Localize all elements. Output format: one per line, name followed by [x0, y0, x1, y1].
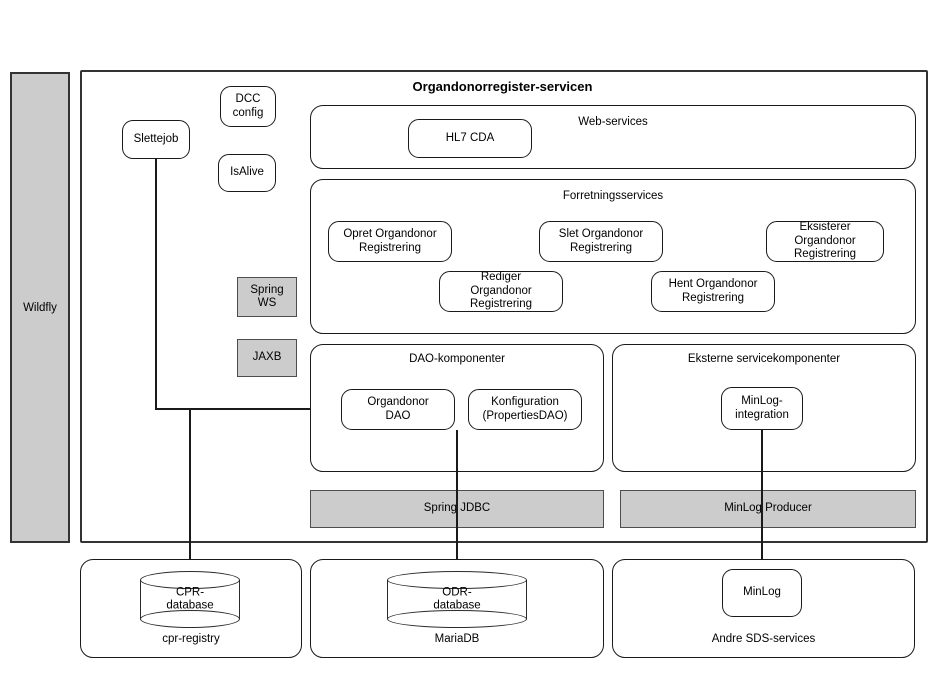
node-odr-database-label: ODR- database	[433, 586, 481, 612]
cpr-database-bottom-ellipse	[140, 610, 240, 628]
connector-cpr-database	[189, 408, 192, 598]
layer-web-services-title: Web-services	[578, 116, 648, 128]
node-isalive-label: IsAlive	[230, 166, 264, 179]
tech-block-minlog-producer[interactable]: MinLog Producer	[620, 490, 916, 528]
node-rediger-organdonor-registrering[interactable]: Rediger Organdonor Registrering	[439, 271, 563, 312]
connector-slettejob-horizontal	[155, 408, 311, 411]
platform-sidebar-wildfly: Wildfly	[10, 72, 70, 543]
node-hl7-cda-label: HL7 CDA	[445, 131, 495, 144]
node-slet-organdonor-registrering[interactable]: Slet Organdonor Registrering	[539, 221, 663, 262]
node-odr-database[interactable]: ODR- database	[387, 571, 527, 628]
node-opret-organdonor-registrering-label: Opret Organdonor Registrering	[343, 228, 437, 254]
layer-web-services: Web-services	[310, 105, 916, 169]
node-konfiguration-properties-dao[interactable]: Konfiguration (PropertiesDAO)	[468, 389, 582, 430]
connector-slettejob-vertical	[155, 158, 158, 410]
layer-external-components-title: Eksterne servicekomponenter	[687, 353, 841, 365]
node-hent-organdonor-registrering-label: Hent Organdonor Registrering	[668, 278, 758, 304]
tech-block-jaxb-label: JAXB	[252, 351, 282, 364]
odr-database-bottom-ellipse	[387, 610, 527, 628]
external-system-andre-sds-services-label: Andre SDS-services	[711, 633, 816, 645]
node-eksisterer-organdonor-registrering[interactable]: Eksisterer Organdonor Registrering	[766, 221, 884, 262]
node-konfiguration-properties-dao-label: Konfiguration (PropertiesDAO)	[482, 396, 568, 422]
node-dcc-config[interactable]: DCC config	[220, 86, 276, 127]
node-hent-organdonor-registrering[interactable]: Hent Organdonor Registrering	[651, 271, 775, 312]
connector-odr-database	[456, 430, 459, 598]
node-eksisterer-organdonor-registrering-label: Eksisterer Organdonor Registrering	[794, 221, 856, 261]
node-slettejob[interactable]: Slettejob	[122, 120, 190, 159]
tech-block-spring-ws-label: Spring WS	[250, 283, 284, 310]
node-organdonor-dao[interactable]: Organdonor DAO	[341, 389, 455, 430]
node-cpr-database[interactable]: CPR- database	[140, 571, 240, 628]
node-rediger-organdonor-registrering-label: Rediger Organdonor Registrering	[470, 271, 532, 311]
node-hl7-cda[interactable]: HL7 CDA	[408, 119, 532, 158]
node-minlog-label: MinLog	[743, 586, 781, 599]
node-dcc-config-label: DCC config	[232, 93, 264, 119]
node-cpr-database-label: CPR- database	[166, 586, 214, 612]
tech-block-minlog-producer-label: MinLog Producer	[724, 502, 812, 515]
external-system-mariadb-label: MariaDB	[434, 633, 480, 645]
page-title: Organdonorregister-servicen	[412, 79, 593, 94]
node-minlog-integration[interactable]: MinLog- integration	[721, 387, 803, 430]
node-opret-organdonor-registrering[interactable]: Opret Organdonor Registrering	[328, 221, 452, 262]
node-slet-organdonor-registrering-label: Slet Organdonor Registrering	[558, 228, 644, 254]
external-system-cpr-registry-label: cpr-registry	[162, 633, 220, 645]
tech-block-spring-ws[interactable]: Spring WS	[237, 277, 297, 317]
tech-block-spring-jdbc-label: Spring JDBC	[423, 502, 491, 515]
tech-block-jaxb[interactable]: JAXB	[237, 339, 297, 377]
layer-business-services-title: Forretningsservices	[562, 190, 664, 202]
layer-dao-components-title: DAO-komponenter	[409, 353, 505, 365]
node-minlog-integration-label: MinLog- integration	[735, 395, 789, 421]
platform-sidebar-label: Wildfly	[23, 301, 57, 314]
odr-database-top-ellipse	[387, 571, 527, 589]
cpr-database-top-ellipse	[140, 571, 240, 589]
node-slettejob-label: Slettejob	[133, 132, 179, 145]
connector-minlog	[761, 429, 764, 569]
node-minlog[interactable]: MinLog	[722, 569, 802, 617]
node-isalive[interactable]: IsAlive	[218, 154, 276, 192]
node-organdonor-dao-label: Organdonor DAO	[367, 396, 429, 422]
